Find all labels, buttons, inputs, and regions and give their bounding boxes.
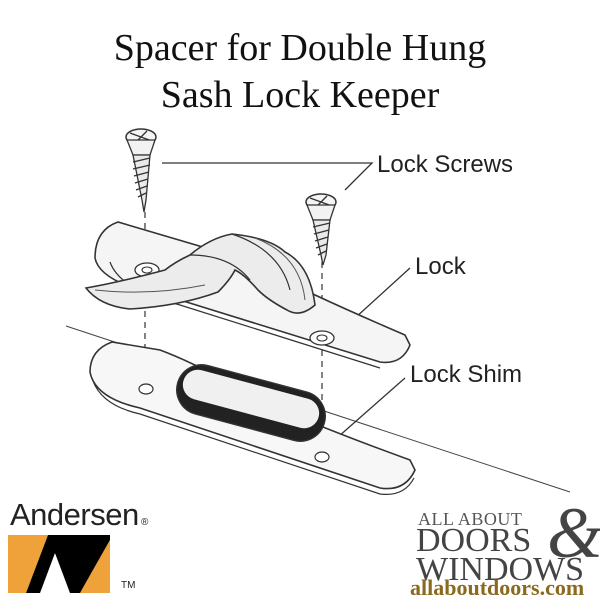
aad-logo-ampersand: &: [547, 493, 600, 573]
aad-logo-windows: WINDOWS: [416, 551, 585, 588]
aad-logo-doors: DOORS: [416, 522, 532, 559]
lock-shim: [89, 341, 416, 496]
screws-leader-line: [162, 162, 374, 191]
lock-body: [84, 221, 411, 369]
andersen-tm-mark: TM: [121, 580, 136, 591]
lock-screw-right: [305, 193, 337, 266]
andersen-logo-mark: [8, 535, 120, 593]
lock-leader-line: [354, 267, 411, 319]
aad-logo-url: allaboutdoors.com: [410, 575, 585, 600]
aad-logo-all-about: ALL ABOUT: [418, 509, 523, 529]
page-title-line-1: Spacer for Double Hung: [113, 27, 487, 69]
callout-lock-shim: Lock Shim: [410, 361, 523, 388]
page-title-line-2: Sash Lock Keeper: [160, 74, 440, 116]
lock-screw-left: [125, 128, 157, 213]
andersen-registered-mark: ®: [141, 517, 149, 528]
shim-leader-line: [337, 377, 406, 438]
callout-lock-screws: Lock Screws: [377, 151, 514, 178]
andersen-wordmark: Andersen: [10, 497, 139, 532]
callout-lock: Lock: [415, 253, 466, 280]
